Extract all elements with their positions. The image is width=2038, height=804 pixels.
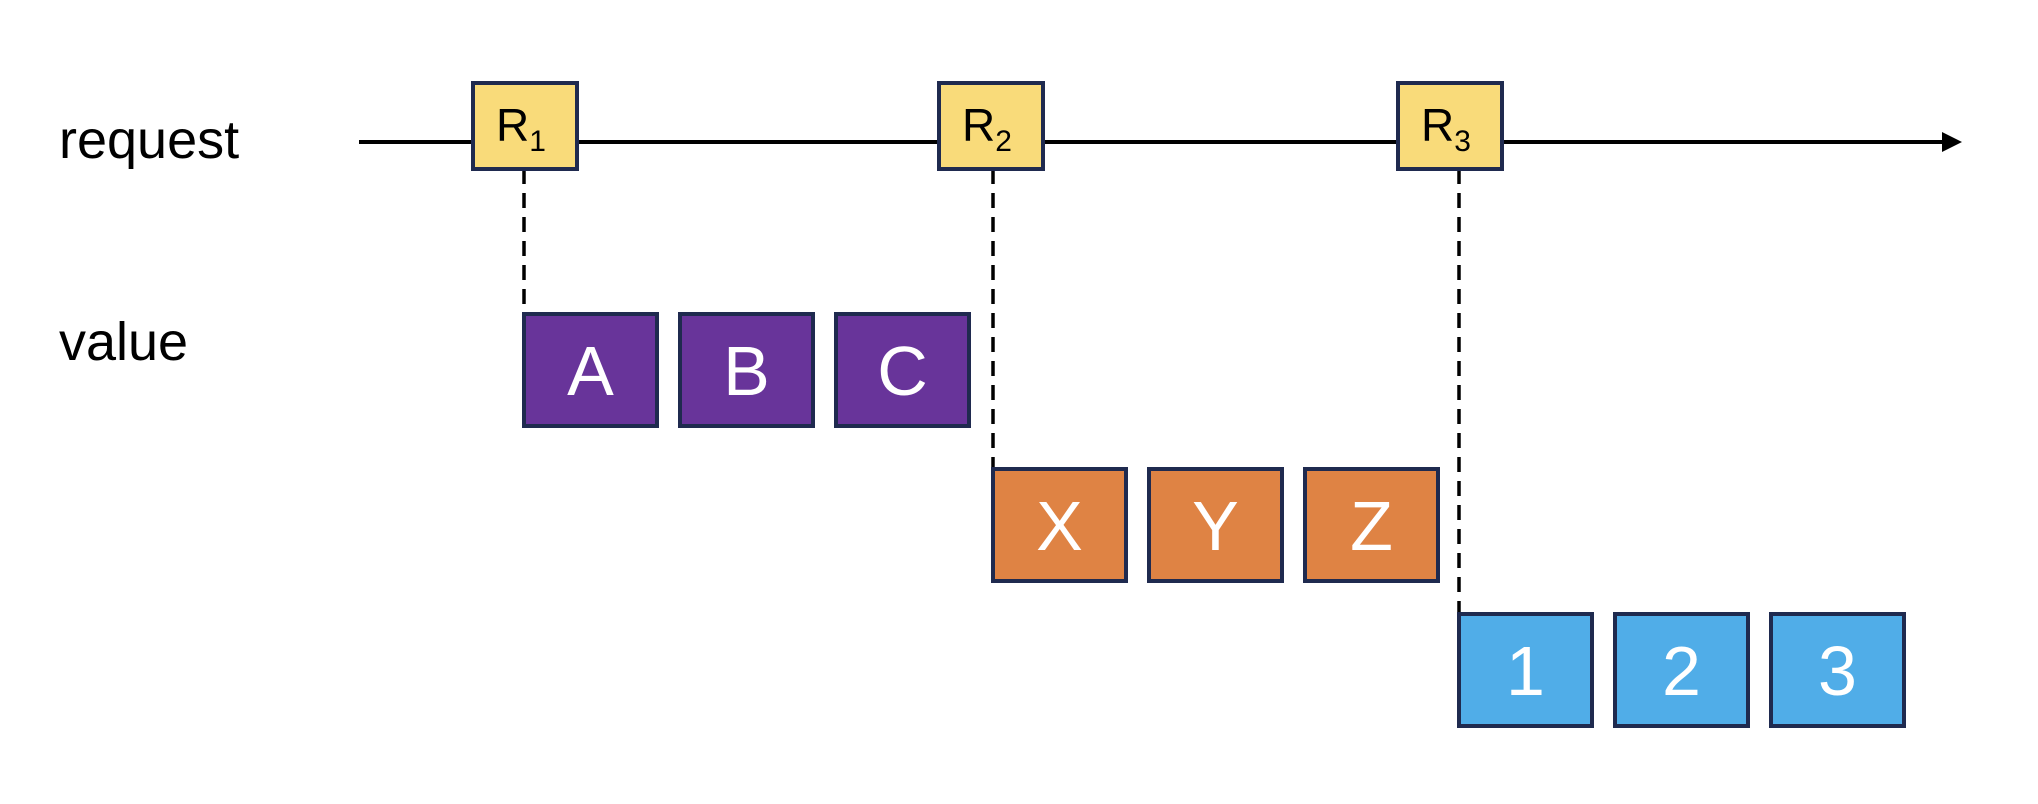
request-box-r1: R1 [471, 81, 579, 171]
value-label: B [723, 332, 770, 410]
value-group-r1: A B C [522, 312, 971, 428]
request-box-r2: R2 [937, 81, 1045, 171]
request-box-r3: R3 [1396, 81, 1504, 171]
request-timeline [359, 132, 1962, 152]
request-label: R3 [1421, 99, 1471, 158]
value-label: 3 [1818, 632, 1857, 710]
value-label: 2 [1662, 632, 1701, 710]
value-box: X [991, 467, 1128, 583]
value-label: 1 [1506, 632, 1545, 710]
arrowhead-icon [1942, 132, 1962, 152]
value-group-r3: 1 2 3 [1457, 612, 1906, 728]
value-label: C [877, 332, 928, 410]
value-boxes: A B C X Y Z 1 2 3 [522, 312, 1906, 728]
value-box: Z [1303, 467, 1440, 583]
value-row-label: value [59, 312, 188, 372]
request-connectors [522, 169, 1461, 614]
value-box: 3 [1769, 612, 1906, 728]
value-box: C [834, 312, 971, 428]
request-label: R2 [962, 99, 1012, 158]
value-box: A [522, 312, 659, 428]
request-boxes: R1 R2 R3 [471, 81, 1504, 171]
request-label: R1 [496, 99, 546, 158]
request-row-label: request [59, 110, 239, 170]
value-label: X [1036, 487, 1083, 565]
value-group-r2: X Y Z [991, 467, 1440, 583]
value-box: B [678, 312, 815, 428]
value-box: 2 [1613, 612, 1750, 728]
value-label: Y [1192, 487, 1239, 565]
value-label: A [567, 332, 614, 410]
value-label: Z [1350, 487, 1393, 565]
value-box: Y [1147, 467, 1284, 583]
value-box: 1 [1457, 612, 1594, 728]
